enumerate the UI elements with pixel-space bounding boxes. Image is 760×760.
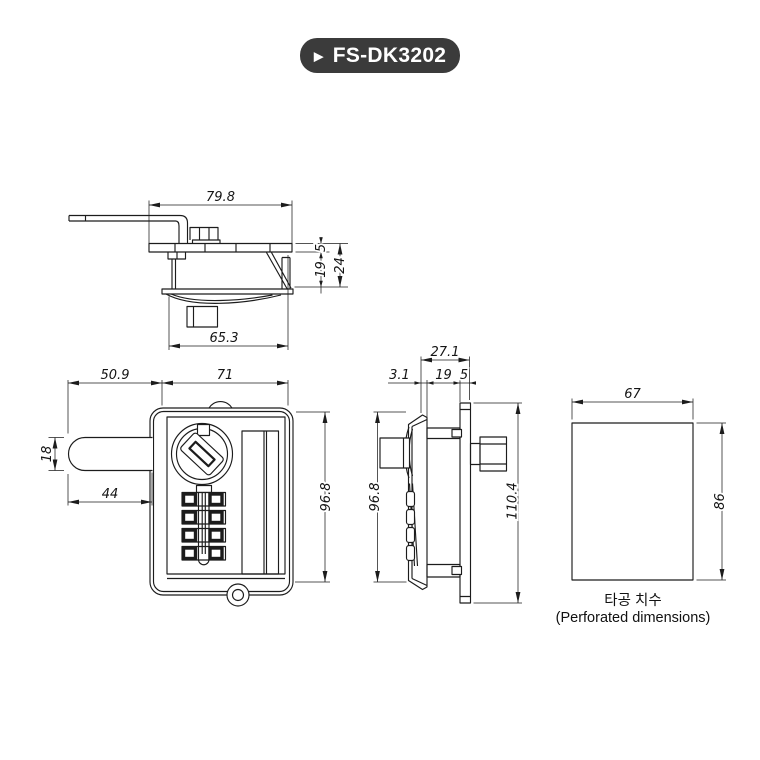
play-icon: ▶ — [313, 48, 324, 64]
cutout-rect — [571, 422, 694, 581]
ext-lines — [148, 200, 293, 244]
mount-plate-top — [148, 242, 293, 253]
dim-body-width: 71 — [217, 368, 234, 383]
right-cover-panel — [241, 430, 280, 575]
base-plate-top — [161, 288, 294, 295]
dim-cutout-height: 86 — [713, 493, 728, 510]
bottom-bump-inner — [231, 588, 245, 602]
cylinder-lens-top — [165, 293, 282, 304]
ext-lines — [67, 380, 289, 434]
cylinder-shaft-top — [186, 305, 219, 328]
cutout-caption-korean: 타공 치수 — [604, 592, 661, 609]
lock-body-top — [167, 252, 292, 290]
dim-body-height: 96.8 — [319, 483, 334, 512]
dim-front-lip: 3.1 — [389, 368, 410, 383]
top-bump — [208, 401, 233, 409]
cam-step — [469, 442, 481, 466]
face-panel — [166, 416, 286, 575]
dial-collar — [195, 484, 213, 494]
dim-plate-thickness: 5 — [460, 368, 468, 383]
dial-shaft — [197, 492, 210, 566]
dim-latch-length: 44 — [102, 487, 119, 502]
mounting-plate-side — [459, 402, 472, 604]
cutout-view: 67 86 타공 치수 (Perforated dimensions) — [556, 385, 730, 626]
dim-body-height: 96.8 — [368, 483, 383, 512]
latch-tongue-side — [379, 437, 411, 469]
top-view: 79.8 65.3 5 19 24 — [68, 188, 350, 350]
top-connector-step — [451, 428, 463, 438]
cam-boss — [189, 226, 221, 244]
front-view: 50.9 71 18 44 96.8 — [38, 366, 336, 607]
body-inner-border — [152, 410, 291, 593]
bottom-bump — [226, 583, 250, 607]
dim-latch-height: 18 — [40, 446, 55, 463]
dim-body-depth: 19 — [314, 261, 329, 278]
latch-arm-top — [68, 214, 189, 244]
right-panel-divider — [263, 431, 268, 574]
model-number: FS-DK3202 — [332, 43, 447, 67]
cylinder-tab — [196, 423, 211, 437]
dim-total-depth: 24 — [333, 257, 348, 274]
key-slot — [180, 432, 224, 476]
dim-plate-thickness: 5 — [314, 244, 329, 252]
dim-bottom-width: 65.3 — [210, 331, 239, 346]
ext-lines — [48, 437, 64, 471]
ext-lines — [168, 255, 289, 350]
cutout-caption-english: (Perforated dimensions) — [556, 610, 711, 626]
dim-door-gap: 19 — [435, 368, 452, 383]
dim-top-width: 79.8 — [206, 190, 235, 205]
side-view: 27.1 3.1 19 5 96.8 110.4 — [366, 343, 522, 604]
cam-block-lines — [480, 443, 507, 465]
dim-total-depth: 27.1 — [431, 345, 460, 360]
bottom-connector-step — [451, 565, 463, 576]
ext-lines — [420, 356, 470, 413]
dial-buttons-side — [405, 490, 416, 562]
model-badge: ▶ FS-DK3202 — [300, 38, 460, 73]
dim-cutout-width: 67 — [624, 387, 641, 402]
ext-lines — [294, 237, 348, 294]
plate-ticks — [460, 408, 471, 598]
dim-plate-height: 110.4 — [506, 482, 521, 519]
dial-rows — [181, 491, 227, 561]
dim-latch-offset: 50.9 — [101, 368, 130, 383]
cam-block — [479, 436, 508, 472]
ext-lines — [473, 402, 522, 604]
latch-tongue — [67, 436, 153, 472]
